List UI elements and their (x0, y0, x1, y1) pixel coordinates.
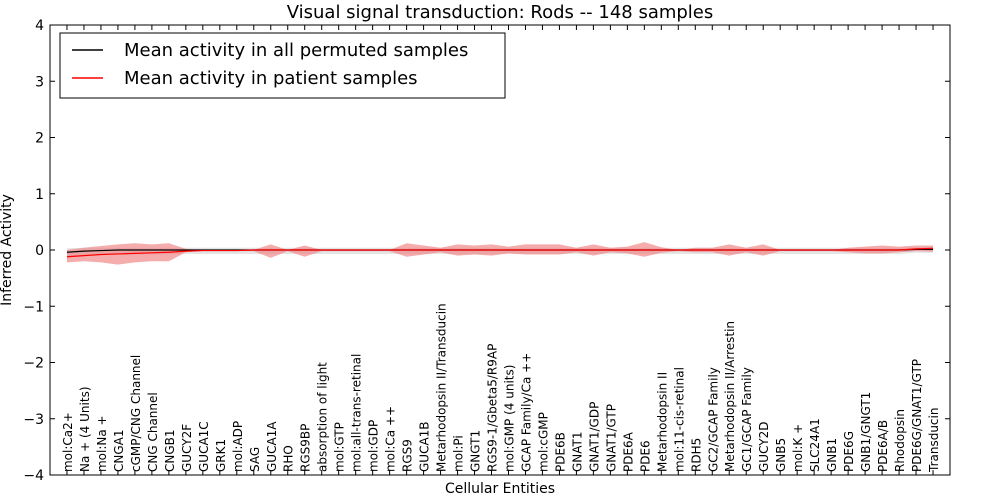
x-tick-label: mol:ADP (231, 421, 245, 472)
legend-entry: Mean activity in all permuted samples (124, 40, 468, 61)
x-tick-label: RDH5 (689, 438, 703, 472)
x-tick-label: mol:Na + (95, 415, 109, 472)
x-tick-label: mol:11-cis-retinal (672, 367, 686, 472)
x-tick-label: GUCA1A (265, 421, 279, 472)
x-tick-label: GC1/GCAP Family (740, 367, 754, 472)
plot-area: −4 −3 −2 −1 0 1 2 3 4 mol:Ca2+Na + (4 Units)mol:N… (23, 18, 951, 484)
x-tick-label: PDE6 (638, 440, 652, 472)
x-tick-label: GNAT1/GDP (587, 402, 601, 472)
x-tick-label: CNGA1 (112, 430, 126, 473)
legend-entry: Mean activity in patient samples (124, 68, 418, 89)
y-tick-label: 3 (35, 74, 44, 90)
x-tick-label: RGS9BP (299, 424, 313, 472)
x-tick-label: mol:Pi (452, 435, 466, 472)
y-tick-label: 0 (35, 243, 44, 259)
x-tick-label: absorption of light (316, 362, 330, 472)
x-tick-label: GNAT1/GTP (604, 404, 618, 472)
series-line-1 (66, 247, 934, 258)
x-tick-label: mol:GDP (367, 420, 381, 472)
x-tick-label: GNB1 (825, 438, 839, 472)
x-tick-label: GNB5 (774, 438, 788, 472)
y-tick-label: −1 (23, 299, 44, 315)
y-tick-label: −4 (23, 468, 44, 484)
x-tick-label: PDE6G/GNAT1/GTP (910, 359, 924, 472)
x-tick-label: mol:K + (791, 424, 805, 472)
x-tick-label: CNGB1 (163, 429, 177, 472)
x-tick-label: SAG (248, 447, 262, 472)
x-tick-label: GUCY2D (757, 422, 771, 472)
x-tick-label: GUCA1C (197, 421, 211, 472)
x-tick-label: mol:cGMP (536, 412, 550, 472)
x-tick-label: CNG Channel (146, 392, 160, 472)
x-tick-label: Metarhodopsin II/Transducin (435, 303, 449, 472)
x-tick-label: PDE6A (621, 431, 635, 472)
legend: Mean activity in all permuted samplesMea… (59, 32, 506, 99)
x-tick-label: SLC24A1 (808, 418, 822, 472)
y-tick-label: 2 (35, 131, 44, 147)
x-tick-label: Rhodopsin (893, 409, 907, 472)
x-tick-label: Na + (4 Units) (78, 386, 92, 472)
y-tick-label: −3 (23, 412, 44, 428)
x-tick-label: GC2/GCAP Family (706, 367, 720, 472)
x-tick-label: GRK1 (214, 439, 228, 472)
x-tick-label: GNAT1 (570, 431, 584, 472)
y-tick-label: −2 (23, 356, 44, 372)
x-tick-label: GNGT1 (469, 430, 483, 472)
y-tick-label: 1 (35, 187, 44, 203)
x-tick-label: GUCY2F (180, 424, 194, 472)
x-tick-label: RGS9 (401, 439, 415, 472)
x-axis-label: Cellular Entities (445, 481, 555, 497)
x-tick-label: GNB1/GNGT1 (859, 392, 873, 472)
x-tick-label: mol:Ca2+ (61, 412, 75, 472)
x-tick-label: Transducin (927, 408, 941, 473)
chart-title: Visual signal transduction: Rods -- 148 … (287, 2, 714, 23)
x-tick-label: RGS9-1/Gbeta5/R9AP (486, 344, 500, 472)
x-tick-label: GUCA1B (418, 421, 432, 472)
legend-box (59, 32, 506, 99)
y-axis-label: Inferred Activity (0, 194, 15, 306)
x-tick-label: Metarhodopsin II/Arrestin (723, 321, 737, 472)
x-tick-label: PDE6B (553, 432, 567, 472)
x-tick-label: RHO (282, 445, 296, 472)
y-tick-label: 4 (35, 18, 44, 34)
x-tick-label: cGMP/CNG Channel (129, 355, 143, 472)
x-tick-label: GCAP Family/Ca ++ (519, 353, 533, 472)
series-band-1 (66, 242, 934, 265)
x-tick-label: mol:all-trans-retinal (350, 354, 364, 472)
x-tick-label: mol:GTP (333, 422, 347, 472)
x-tick-label: PDE6A/B (876, 420, 890, 472)
x-tick-label: Metarhodopsin II (655, 372, 669, 472)
x-tick-label: mol:Ca ++ (384, 406, 398, 472)
x-tick-label: PDE6G (842, 431, 856, 472)
x-tick-label: mol:GMP (4 units) (502, 365, 516, 472)
